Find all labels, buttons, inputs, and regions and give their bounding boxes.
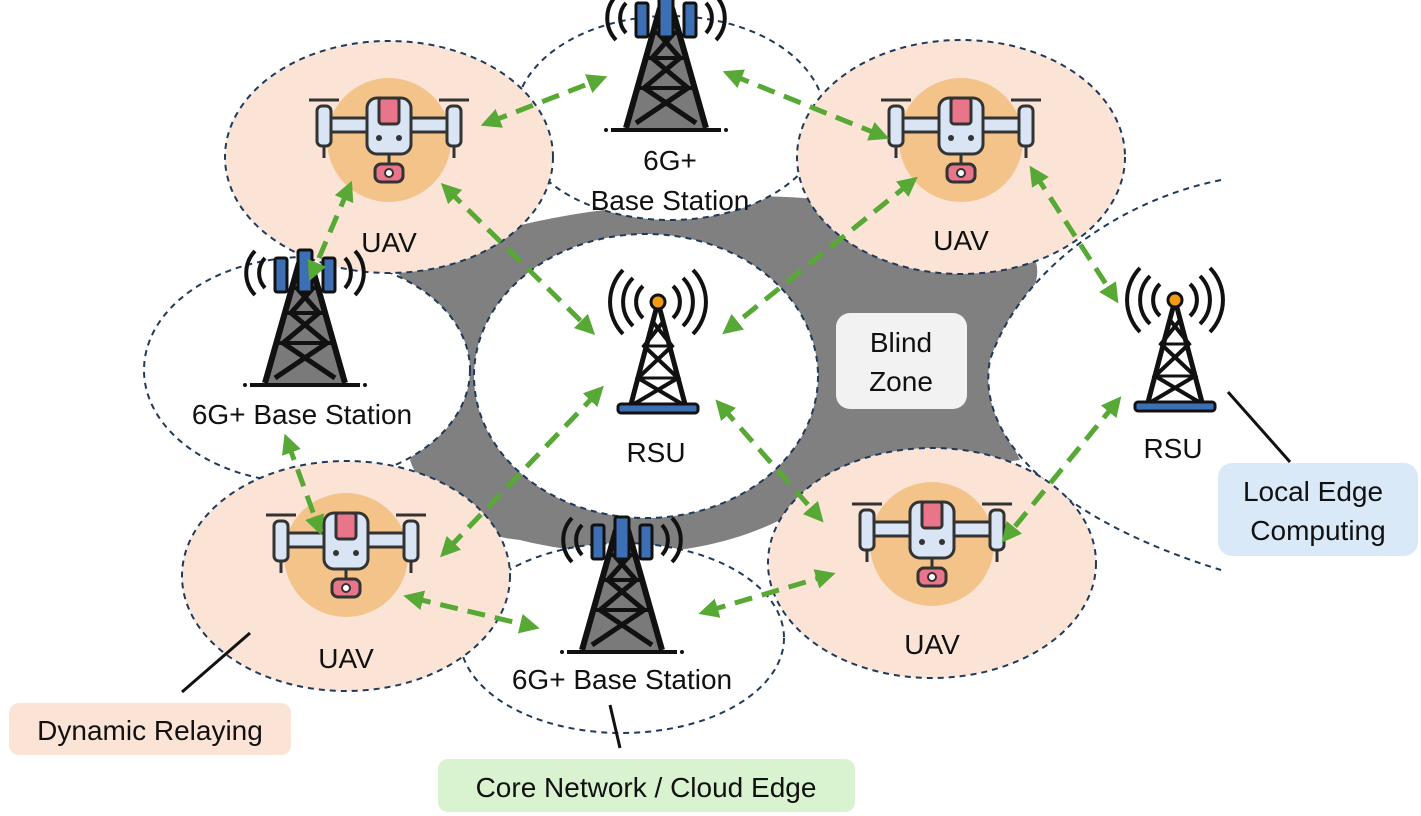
edge-callout-line: [1226, 391, 1292, 463]
blind-zone-label-line2: Zone: [869, 366, 933, 397]
local-edge-label-line2: Computing: [1250, 515, 1385, 546]
link-arrow: [480, 74, 608, 128]
uav-top-left-label: UAV: [361, 227, 417, 258]
dynamic-relaying-box: [9, 703, 291, 755]
link-arrow: [1001, 396, 1122, 543]
bs-top-label-line2: Base Station: [591, 185, 750, 216]
link-arrows: [281, 69, 1122, 634]
relay-callout-line: [181, 631, 251, 694]
link-arrow: [440, 385, 604, 558]
link-arrow: [698, 569, 836, 618]
link-arrow: [1029, 165, 1119, 304]
link-arrow: [722, 176, 918, 335]
blind-zone-label-line1: Blind: [870, 327, 932, 358]
core-network-label: Core Network / Cloud Edge: [476, 772, 817, 803]
link-arrow: [715, 399, 824, 523]
blind-zone-box: [836, 313, 967, 409]
core-callout-line: [608, 704, 622, 749]
local-edge-label-line1: Local Edge: [1243, 476, 1383, 507]
link-arrow: [281, 433, 325, 536]
bs-top-label-line1: 6G+: [643, 145, 697, 176]
bs-left-label: 6G+ Base Station: [192, 399, 412, 430]
uav-bottom-left-label: UAV: [318, 643, 374, 674]
uav-top-right-label: UAV: [933, 225, 989, 256]
rsu-center-label: RSU: [626, 437, 685, 468]
dynamic-relaying-label: Dynamic Relaying: [37, 715, 263, 746]
link-arrow: [307, 180, 354, 282]
bs-bottom-label: 6G+ Base Station: [512, 664, 732, 695]
rsu-right-label: RSU: [1143, 433, 1202, 464]
link-arrow: [440, 182, 596, 336]
uav-bottom-right-label: UAV: [904, 629, 960, 660]
rsu-center-zone: [473, 233, 819, 519]
link-arrow: [403, 590, 540, 634]
local-edge-box: [1218, 463, 1418, 556]
core-network-box: [438, 759, 855, 812]
